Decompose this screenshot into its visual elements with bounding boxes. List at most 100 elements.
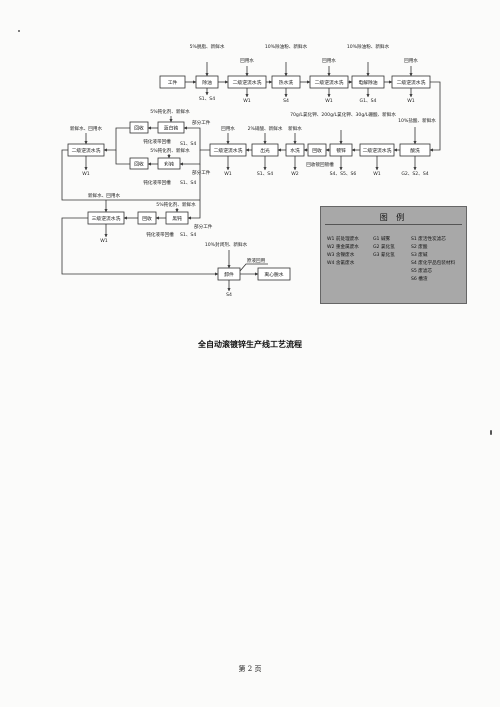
label-electro-output: G1、S4: [360, 98, 377, 104]
label-rinse-a-input: 回用水: [240, 57, 254, 64]
label-unload-input: 10%封闭剂、新鲜水: [205, 241, 248, 248]
svg-text:离心脱水: 离心脱水: [264, 271, 283, 278]
legend-divider: [325, 224, 462, 225]
svg-text:彩钝: 彩钝: [164, 161, 174, 168]
svg-text:二级逆流水洗: 二级逆流水洗: [72, 147, 101, 154]
label-rinse-d-input: 回用水: [221, 125, 235, 132]
node-rinse-2-left: 二级逆流水洗: [67, 143, 105, 157]
label-pickle-input: 10%盐酸、新鲜水: [398, 117, 436, 124]
svg-text:工件: 工件: [168, 79, 178, 86]
node-recover-lower: 回收: [129, 157, 149, 170]
node-workpiece: 工件: [159, 75, 186, 89]
node-blue-white-passivation: 蓝白钝: [157, 121, 185, 134]
node-recover-right: 回收: [307, 143, 327, 157]
label-part-work-3: 部分工件: [194, 223, 213, 230]
svg-text:二级逆流水洗: 二级逆流水洗: [214, 147, 243, 154]
legend-item: G1 碱雾: [373, 237, 391, 242]
node-color-passivation: 彩钝: [157, 157, 181, 170]
svg-text:电解除油: 电解除油: [358, 79, 377, 86]
label-wash-input: 新鲜水: [288, 125, 302, 132]
label-color-output: S1、S4: [180, 180, 196, 186]
legend-title: 图 例: [379, 213, 408, 222]
svg-text:二级逆流水洗: 二级逆流水洗: [363, 147, 392, 154]
scan-speck: [18, 30, 20, 32]
label-black-recover: 钝化液带回槽: [146, 231, 174, 238]
label-blue-recover: 钝化液带回槽: [143, 138, 171, 145]
svg-text:回收: 回收: [134, 161, 144, 168]
label-black-output: S1、S4: [180, 232, 196, 238]
svg-text:出光: 出光: [260, 147, 270, 154]
node-chromate: 出光: [251, 143, 279, 157]
label-black-input: 5%钝化剂、新鲜水: [156, 201, 196, 208]
legend-item: G2 氯化氢: [373, 245, 395, 250]
label-rinse-d-output: W1: [224, 171, 232, 177]
legend-item: S4 废化学品包装材料: [411, 261, 456, 266]
label-rinse-c-output: W1: [407, 98, 415, 104]
figure-caption: 全自动滚镀锌生产线工艺流程: [198, 340, 302, 349]
node-black-passivation: 黑钝: [165, 211, 189, 225]
svg-text:三级逆流水洗: 三级逆流水洗: [92, 215, 121, 222]
label-hot-input: 10%除油粉、新鲜水: [265, 43, 308, 50]
svg-text:二级逆流水洗: 二级逆流水洗: [233, 79, 262, 86]
legend-item: W4 含氰废水: [327, 261, 355, 266]
legend-item: S1 废活性炭滤芯: [411, 237, 446, 242]
label-recover-right: 回收镀回镀槽: [306, 161, 334, 168]
svg-text:回收: 回收: [142, 215, 152, 222]
label-left-input: 新鲜水、回用水: [70, 125, 103, 132]
node-pickle: 酸洗: [399, 143, 431, 157]
legend-panel: 图 例 W1 前处理废水 W2 重金属废水 W3 含镍废水 W4 含氰废水 G1…: [320, 206, 467, 304]
label-degrease-output: S1、S4: [199, 96, 215, 102]
node-unload: 卸件: [217, 267, 241, 281]
label-part-work-1: 部分工件: [192, 119, 211, 126]
svg-text:二级逆流水洗: 二级逆流水洗: [315, 79, 344, 86]
label-left-output: W1: [82, 171, 90, 177]
node-plating: 镀锌: [329, 143, 353, 157]
label-unload-note: 原液回用: [247, 257, 266, 264]
label-electro-input: 10%除油粉、新鲜水: [347, 43, 390, 50]
svg-text:黑钝: 黑钝: [172, 215, 182, 222]
label-part-work-2: 部分工件: [192, 169, 211, 176]
svg-text:二级逆流水洗: 二级逆流水洗: [397, 79, 426, 86]
label-degrease-input: 5%脱脂、新鲜水: [190, 43, 225, 50]
node-rinse-2c: 二级逆流水洗: [391, 75, 431, 89]
label-blue-input: 5%钝化剂、新鲜水: [150, 108, 190, 115]
label-rinse3-input: 新鲜水、回用水: [88, 192, 121, 199]
node-recover-upper: 回收: [129, 121, 149, 134]
svg-text:蓝白钝: 蓝白钝: [164, 125, 179, 132]
node-electrolytic-degrease: 电解除油: [351, 75, 385, 89]
svg-text:水洗: 水洗: [290, 147, 300, 154]
scan-speck: [490, 430, 492, 435]
label-hot-output: S4: [283, 98, 289, 104]
legend-item: S5 废滤芯: [411, 269, 433, 274]
legend-item: W1 前处理废水: [327, 237, 359, 242]
label-wash-output: W2: [291, 171, 299, 177]
label-rinse-c-input: 回用水: [404, 57, 418, 64]
svg-text:镀锌: 镀锌: [336, 147, 346, 154]
node-degrease: 除油: [195, 75, 219, 89]
label-rinse-e-output: W1: [373, 171, 381, 177]
legend-item: W2 重金属废水: [327, 245, 359, 250]
node-rinse-2a: 二级逆流水洗: [227, 75, 267, 89]
node-rinse-2d: 二级逆流水洗: [209, 143, 247, 157]
svg-text:酸洗: 酸洗: [410, 147, 420, 154]
node-hot-water: 热水洗: [271, 75, 301, 89]
label-plating-output: S4、S5、S6: [330, 171, 357, 177]
legend-item: S2 废酸: [411, 245, 428, 250]
svg-text:热水洗: 热水洗: [279, 79, 294, 86]
label-rinse-b-input: 回用水: [322, 57, 336, 64]
label-color-input: 5%钝化剂、新鲜水: [150, 147, 190, 154]
node-recover-bottom: 回收: [137, 211, 157, 225]
node-rinse-2e: 二级逆流水洗: [359, 143, 395, 157]
legend-item: W3 含镍废水: [327, 253, 355, 258]
label-rinse-b-output: W1: [325, 98, 333, 104]
svg-text:回收: 回收: [312, 147, 322, 154]
label-color-recover: 钝化液带回槽: [143, 179, 171, 186]
node-rinse-3: 三级逆流水洗: [87, 211, 125, 225]
node-centrifugal-dry: 离心脱水: [257, 267, 291, 281]
legend-item: G3 氰化氢: [373, 253, 395, 258]
node-rinse-2b: 二级逆流水洗: [309, 75, 349, 89]
legend-item: S6 槽渣: [411, 277, 428, 282]
svg-text:除油: 除油: [202, 79, 212, 86]
svg-text:回收: 回收: [134, 125, 144, 132]
